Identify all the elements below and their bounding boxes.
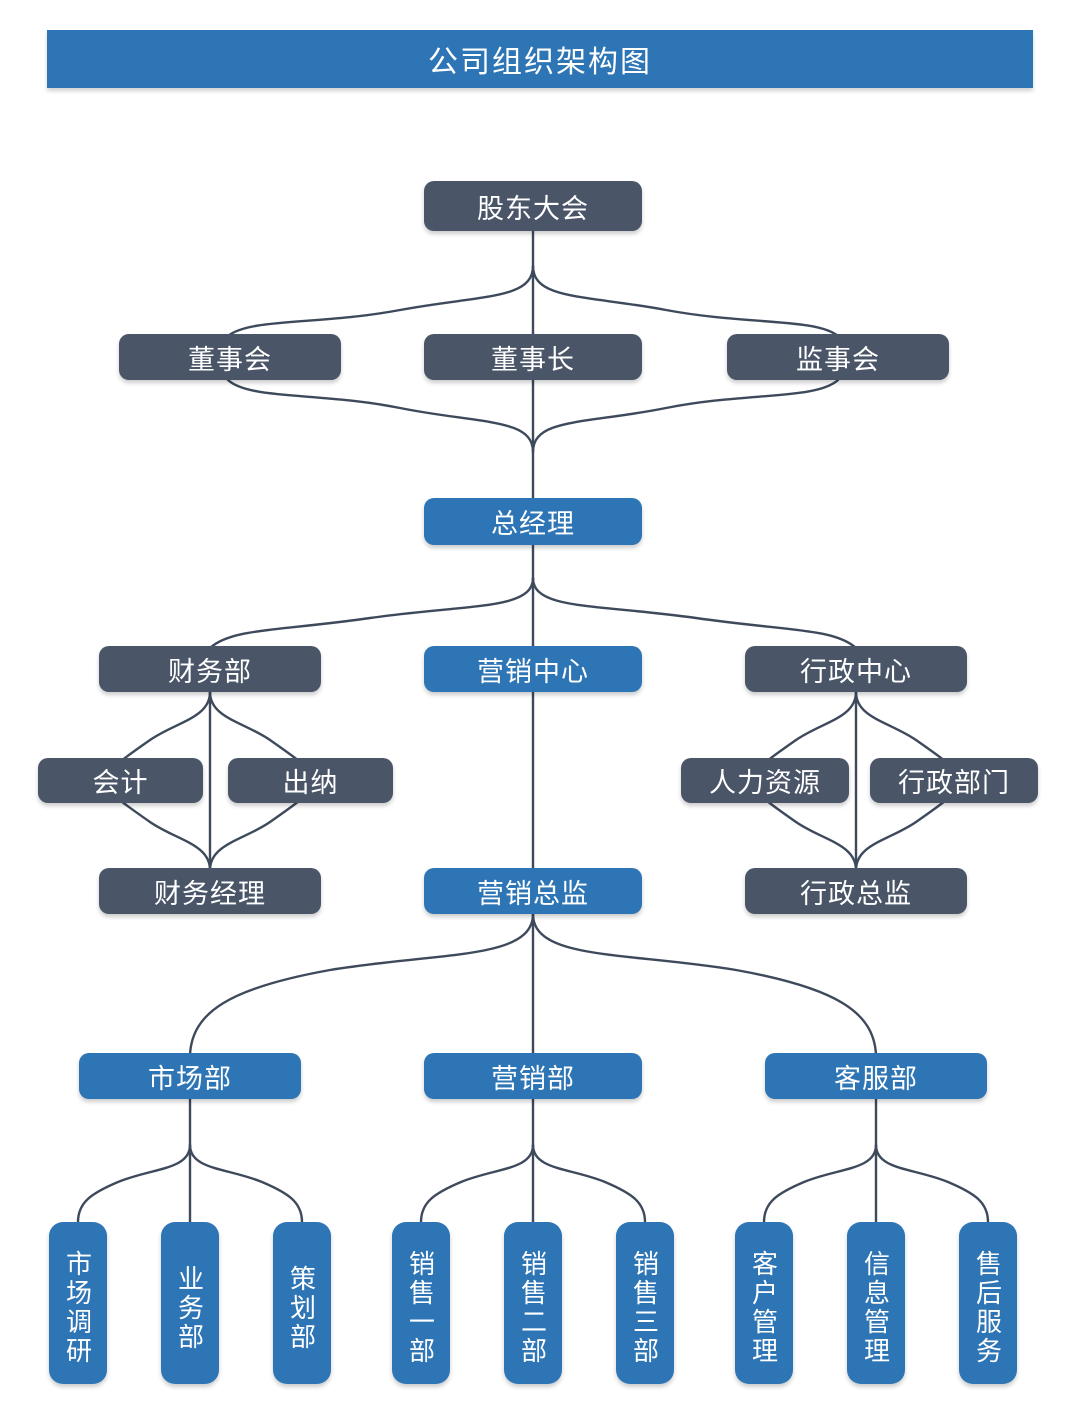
node-finance-manager[interactable]: 财务经理 (99, 868, 321, 914)
chart-title-bar: 公司组织架构图 (47, 30, 1033, 88)
node-label: 出纳 (282, 768, 339, 798)
node-information-management[interactable]: 信息管理 (847, 1222, 905, 1384)
node-label: 销售一部 (405, 1250, 436, 1366)
node-customer-service-dept[interactable]: 客服部 (765, 1053, 987, 1099)
node-label: 业务部 (174, 1264, 205, 1352)
node-market-dept[interactable]: 市场部 (79, 1053, 301, 1099)
node-general-manager[interactable]: 总经理 (424, 498, 642, 545)
node-sales-dept[interactable]: 营销部 (424, 1053, 642, 1099)
node-sales-team-3[interactable]: 销售三部 (616, 1222, 674, 1384)
node-finance-dept[interactable]: 财务部 (99, 646, 321, 692)
node-label: 财务经理 (154, 878, 266, 909)
node-customer-management[interactable]: 客户管理 (735, 1222, 793, 1384)
node-admin-center[interactable]: 行政中心 (745, 646, 967, 692)
node-chairman[interactable]: 董事长 (424, 334, 642, 380)
node-board-of-directors[interactable]: 董事会 (119, 334, 341, 380)
node-sales-team-2[interactable]: 销售二部 (504, 1222, 562, 1384)
node-marketing-director[interactable]: 营销总监 (424, 868, 642, 914)
node-label: 财务部 (168, 656, 252, 687)
node-label: 销售三部 (629, 1250, 660, 1366)
node-label: 董事会 (188, 344, 272, 375)
node-label: 策划部 (286, 1264, 317, 1352)
node-marketing-center[interactable]: 营销中心 (424, 646, 642, 692)
node-cashier[interactable]: 出纳 (228, 758, 393, 803)
node-sales-team-1[interactable]: 销售一部 (392, 1222, 450, 1384)
node-label: 营销部 (491, 1063, 575, 1094)
node-label: 营销总监 (477, 878, 589, 909)
node-label: 总经理 (491, 509, 575, 539)
node-planning-dept[interactable]: 策划部 (273, 1222, 331, 1384)
node-shareholders-meeting[interactable]: 股东大会 (424, 181, 642, 231)
node-market-research[interactable]: 市场调研 (49, 1222, 107, 1384)
node-admin-director[interactable]: 行政总监 (745, 868, 967, 914)
page-title: 公司组织架构图 (428, 46, 652, 79)
node-business-dept[interactable]: 业务部 (161, 1222, 219, 1384)
node-label: 客服部 (834, 1063, 918, 1094)
node-label: 人力资源 (709, 768, 821, 798)
node-label: 行政中心 (800, 656, 912, 687)
node-admin-department[interactable]: 行政部门 (870, 758, 1038, 803)
node-label: 行政部门 (898, 768, 1010, 798)
node-accounting[interactable]: 会计 (38, 758, 203, 803)
node-human-resources[interactable]: 人力资源 (681, 758, 849, 803)
node-label: 监事会 (796, 344, 880, 375)
node-label: 客户管理 (748, 1250, 779, 1366)
node-label: 董事长 (491, 344, 575, 375)
node-label: 会计 (92, 768, 149, 798)
node-label: 市场部 (148, 1063, 232, 1094)
node-label: 市场调研 (62, 1250, 93, 1366)
node-label: 股东大会 (477, 193, 589, 224)
node-label: 行政总监 (800, 878, 912, 909)
node-board-of-supervisors[interactable]: 监事会 (727, 334, 949, 380)
node-label: 营销中心 (477, 656, 589, 687)
node-label: 信息管理 (860, 1250, 891, 1366)
node-label: 销售二部 (517, 1250, 548, 1366)
node-after-sales-service[interactable]: 售后服务 (959, 1222, 1017, 1384)
node-label: 售后服务 (972, 1250, 1003, 1366)
